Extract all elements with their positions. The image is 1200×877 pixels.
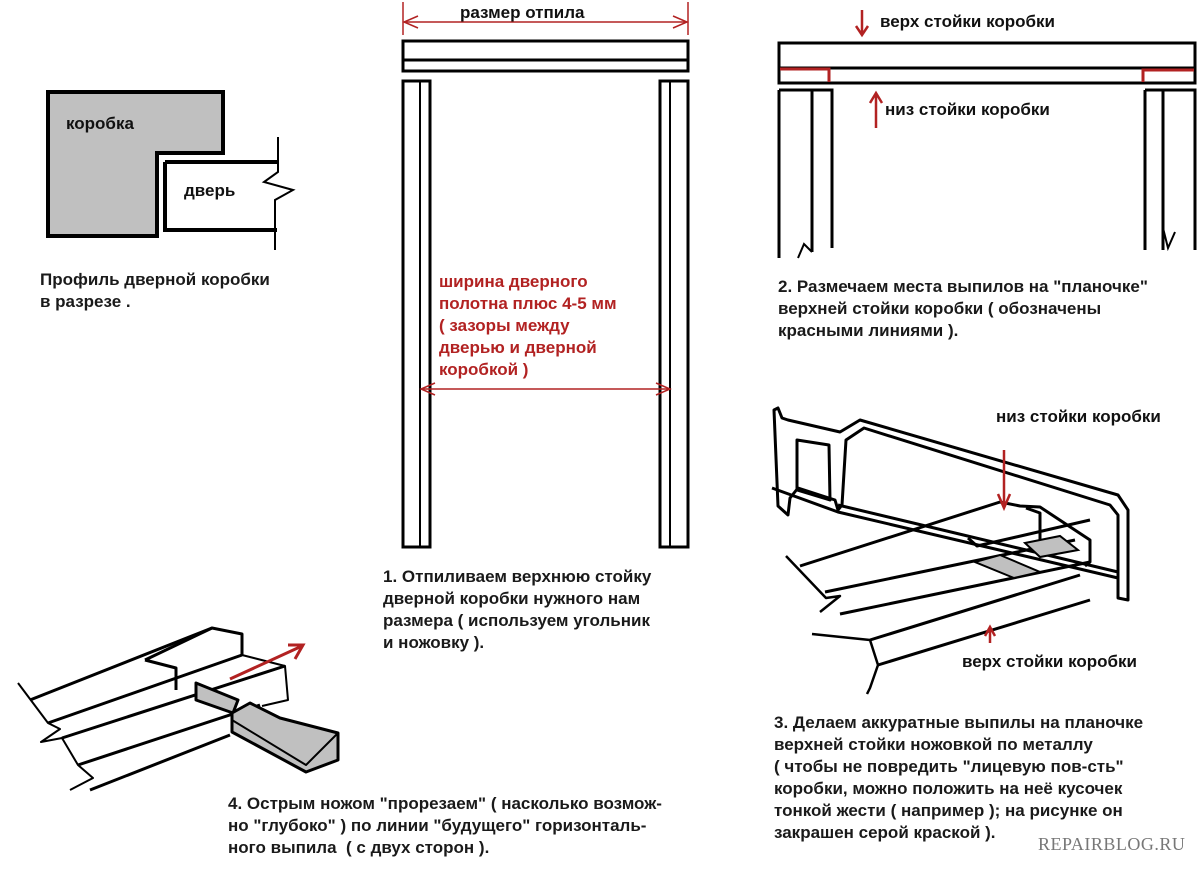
cut-size-label: размер отпила [460, 3, 585, 22]
knife [194, 681, 340, 774]
caption-line: в разрезе . [40, 292, 131, 311]
profile-section-drawing [46, 90, 296, 250]
caption-line: коробки, можно положить на неё кусочек [774, 779, 1123, 798]
step3-bottom-label: низ стойки коробки [996, 407, 1161, 426]
caption-line: закрашен серой краской ). [774, 823, 996, 842]
note-line: коробкой ) [439, 360, 529, 379]
step2-cut-marks [780, 10, 1194, 128]
caption-line: но "глубоко" ) по линии "будущего" гориз… [228, 816, 647, 835]
caption-line: тонкой жести ( например ); на рисунке он [774, 801, 1123, 820]
jamb-board-lines [29, 626, 286, 792]
step4-caption: 4. Острым ножом "прорезаем" ( насколько … [228, 793, 662, 859]
jamb-board-lines [799, 500, 1092, 667]
note-line: дверью и дверной [439, 338, 597, 357]
width-note: ширина дверного полотна плюс 4-5 мм ( зазо… [439, 249, 617, 381]
arrow-down-icon [996, 450, 1012, 512]
step1-dimension-lines [402, 2, 689, 396]
step2-drawing [777, 41, 1197, 259]
right-post [1143, 88, 1197, 250]
top-jamb-view [777, 41, 1197, 85]
step2-bottom-label: низ стойки коробки [885, 100, 1050, 119]
step2-top-label: верх стойки коробки [880, 12, 1055, 31]
caption-line: верхней стойки ножовкой по металлу [774, 735, 1093, 754]
caption-line: 1. Отпиливаем верхнюю стойку [383, 567, 652, 586]
step3-metal-pieces [971, 534, 1081, 580]
caption-line: размера ( используем угольник [383, 611, 650, 630]
caption-line: 4. Острым ножом "прорезаем" ( насколько … [228, 794, 662, 813]
note-line: ширина дверного [439, 272, 588, 291]
note-line: ( зазоры между [439, 316, 570, 335]
right-jamb [658, 79, 690, 549]
step3-caption: 3. Делаем аккуратные выпилы на планочке в… [774, 712, 1143, 844]
arrow-up-icon [983, 624, 997, 643]
caption-line: дверной коробки нужного нам [383, 589, 641, 608]
arrow-right-icon [229, 643, 306, 681]
caption-line: и ножовку ). [383, 633, 485, 652]
step1-drawing [401, 39, 690, 549]
left-post [777, 88, 834, 258]
knife-handle [230, 701, 340, 774]
door-break-line [261, 137, 296, 250]
arrow-up-icon [868, 90, 884, 128]
left-jamb [401, 79, 432, 549]
door-label: дверь [184, 181, 236, 200]
step1-caption: 1. Отпиливаем верхнюю стойку дверной коро… [383, 566, 651, 654]
top-jamb [401, 39, 690, 73]
arrow-down-icon [854, 10, 870, 38]
watermark: REPAIRBLOG.RU [1038, 834, 1186, 854]
step3-drawing [771, 406, 1130, 695]
frame-profile-shape [46, 90, 225, 238]
caption-line: верхней стойки коробки ( обозначены [778, 299, 1102, 318]
caption-line: Профиль дверной коробки [40, 270, 270, 289]
caption-line: красными линиями ). [778, 321, 959, 340]
caption-line: 3. Делаем аккуратные выпилы на планочке [774, 713, 1144, 732]
caption-line: ( чтобы не повредить "лицевую пов-сть" [774, 757, 1124, 776]
step4-drawing [17, 626, 289, 792]
step3-top-label: верх стойки коробки [962, 652, 1137, 671]
caption-line: 2. Размечаем места выпилов на "планочке" [778, 277, 1148, 296]
step2-caption: 2. Размечаем места выпилов на "планочке"… [778, 276, 1148, 342]
hacksaw-frame [772, 406, 1130, 602]
note-line: полотна плюс 4-5 мм [439, 294, 617, 313]
hacksaw-handle-cutout [795, 438, 832, 502]
hacksaw-blade [771, 486, 1119, 580]
frame-label: коробка [66, 114, 134, 133]
step3-arrows [983, 450, 1012, 643]
door-profile-shape [163, 160, 277, 232]
profile-caption: Профиль дверной коробки в разрезе . [40, 269, 270, 313]
caption-line: ного выпила ( с двух сторон ). [228, 838, 490, 857]
